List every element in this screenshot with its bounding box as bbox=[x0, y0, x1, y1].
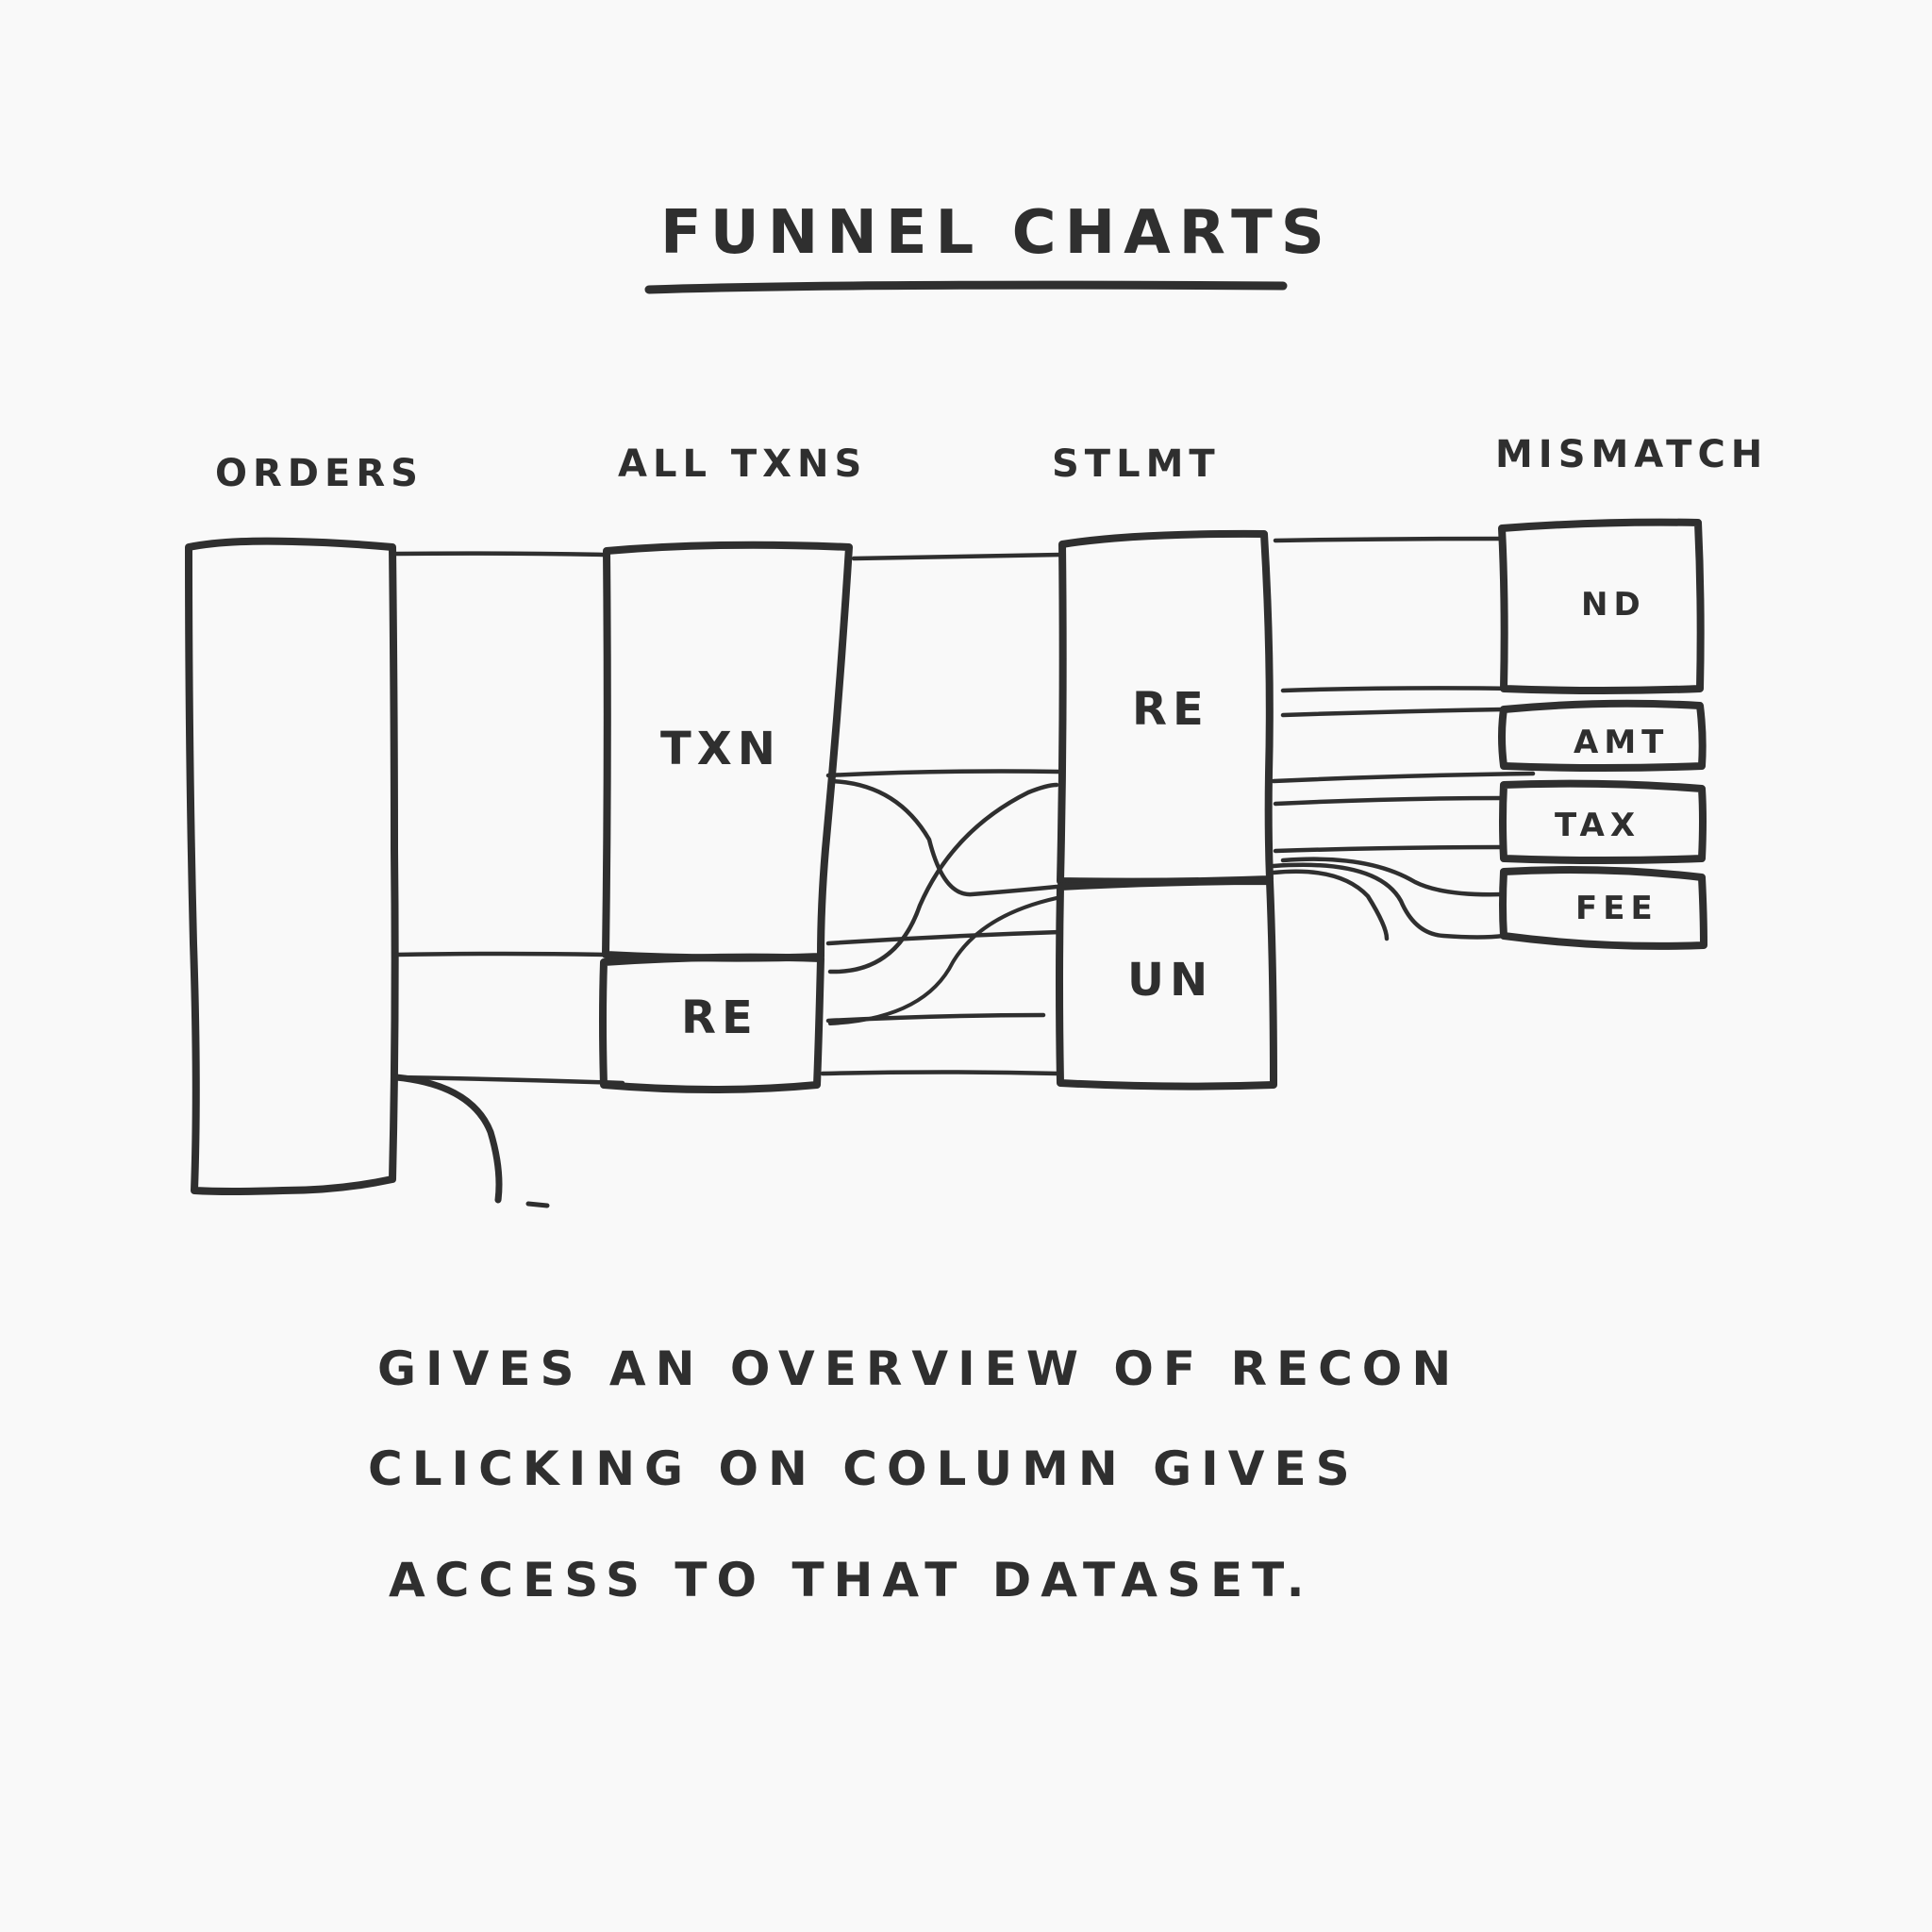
title-underline bbox=[644, 280, 1288, 294]
flow-cross-curve bbox=[827, 782, 1059, 974]
flow-line bbox=[825, 929, 1063, 946]
flows-all-txns-to-stlmt bbox=[820, 552, 1063, 1076]
flow-line bbox=[393, 1074, 625, 1086]
flow-curve bbox=[1271, 869, 1390, 941]
flow-line bbox=[1273, 536, 1505, 543]
segment-label-nd: ND bbox=[1581, 586, 1646, 624]
note-line-2: CLICKING ON COLUMN GIVES bbox=[368, 1441, 1359, 1496]
stlmt-re-segment[interactable] bbox=[1057, 529, 1274, 886]
flow-line bbox=[1273, 795, 1507, 807]
segment-label-txn: TXN bbox=[660, 723, 781, 775]
flow-line bbox=[1273, 844, 1507, 854]
segment-label-re: RE bbox=[1132, 683, 1209, 736]
flow-drop-mark bbox=[525, 1201, 550, 1208]
flow-line bbox=[851, 552, 1063, 561]
column-title-orders: ORDERS bbox=[215, 452, 424, 495]
mismatch-nd-segment[interactable] bbox=[1498, 518, 1705, 694]
flow-line bbox=[393, 951, 607, 958]
flow-curve bbox=[1280, 857, 1507, 897]
flow-line bbox=[393, 551, 608, 558]
flow-line bbox=[820, 1070, 1061, 1076]
column-mismatch[interactable]: ND AMT TAX FEE bbox=[1498, 518, 1707, 950]
column-stlmt[interactable]: RE UN bbox=[1056, 529, 1277, 1091]
flow-line bbox=[1271, 771, 1536, 784]
segment-label-tax: TAX bbox=[1555, 807, 1641, 844]
flows-orders-to-all-txns bbox=[392, 551, 625, 1208]
chart-title: FUNNEL CHARTS bbox=[660, 198, 1333, 268]
column-title-mismatch: MISMATCH bbox=[1495, 433, 1768, 476]
stlmt-un-segment[interactable] bbox=[1056, 877, 1277, 1091]
column-all-txns[interactable]: TXN RE bbox=[599, 541, 853, 1093]
note-line-1: GIVES AN OVERVIEW OF RECON bbox=[377, 1341, 1460, 1396]
column-title-stlmt: STLMT bbox=[1052, 442, 1221, 486]
column-orders[interactable] bbox=[185, 537, 399, 1195]
all-txns-re-segment[interactable] bbox=[599, 953, 824, 1093]
note-line-3: ACCESS TO THAT DATASET. bbox=[389, 1553, 1314, 1607]
flow-line bbox=[1280, 686, 1524, 693]
flow-line bbox=[825, 769, 1061, 778]
flow-drop-curve bbox=[392, 1074, 503, 1204]
column-title-all-txns: ALL TXNS bbox=[618, 442, 867, 486]
flow-line bbox=[1280, 707, 1507, 718]
flow-curve bbox=[1271, 862, 1507, 940]
flows-stlmt-to-mismatch bbox=[1271, 536, 1536, 941]
all-txns-txn-segment[interactable] bbox=[602, 541, 853, 962]
orders-bar[interactable] bbox=[185, 537, 399, 1195]
flow-cross-curve bbox=[828, 896, 1058, 1025]
mismatch-fee-segment[interactable] bbox=[1499, 866, 1707, 950]
mismatch-tax-segment[interactable] bbox=[1499, 779, 1707, 864]
segment-label-re: RE bbox=[681, 991, 758, 1044]
segment-label-amt: AMT bbox=[1574, 724, 1669, 761]
segment-label-un: UN bbox=[1127, 954, 1213, 1007]
flow-cross-curve bbox=[827, 778, 1059, 897]
segment-label-fee: FEE bbox=[1575, 890, 1658, 927]
mismatch-amt-segment[interactable] bbox=[1498, 699, 1707, 772]
